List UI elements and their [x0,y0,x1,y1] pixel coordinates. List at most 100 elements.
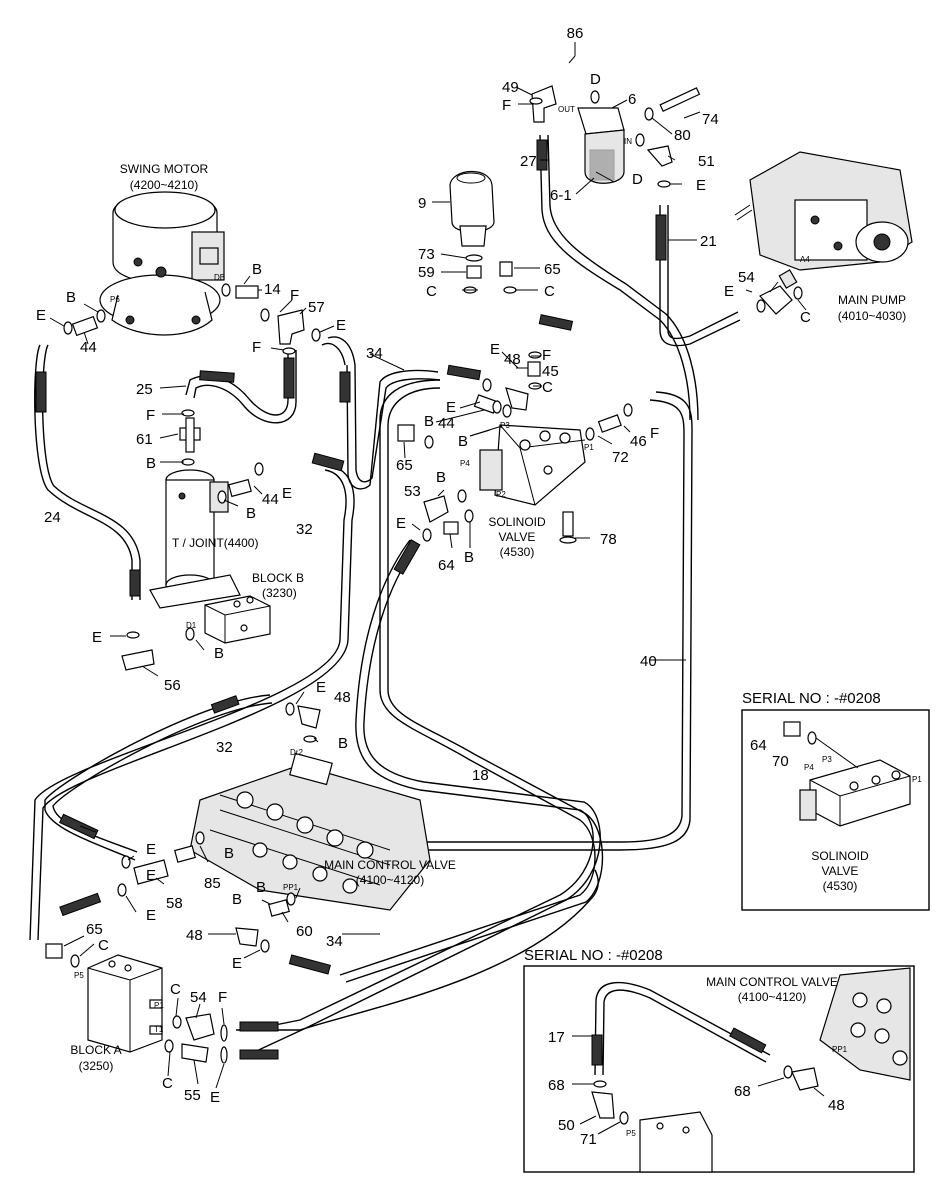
hose-32-lower [44,694,271,861]
inset-top-frame [741,709,930,911]
hose-18 [339,379,596,976]
inset-bottom-mcv-1: MAIN CONTROL VALVE [706,975,838,989]
callout-e11: E [146,841,156,858]
solenoid-valve [479,424,586,506]
callout-b2: B [66,289,76,306]
callout-e12: E [146,867,156,884]
callout-14: 14 [264,281,281,298]
callout-c7: C [162,1075,173,1092]
callout-e14: E [232,955,242,972]
solenoid-valve-label: SOLINOID [488,515,546,529]
callout-48a: 48 [504,351,521,368]
inset-bottom-50: 50 [558,1117,575,1134]
inset-top-p3: P3 [822,755,832,764]
inset-top-valve-3: (4530) [823,879,858,893]
callout-49: 49 [502,79,519,96]
callout-40: 40 [640,653,657,670]
inset-bottom-pp1: PP1 [832,1045,848,1054]
callout-6: 6 [628,91,636,108]
callout-e6: E [446,399,456,416]
inset-bottom-48: 48 [828,1097,845,1114]
callout-32a: 32 [296,521,313,538]
callout-54a: 54 [738,269,755,286]
callout-51: 51 [698,153,715,170]
callout-b4: B [146,455,156,472]
callout-f5: F [146,407,155,424]
main-control-valve-range: (4100~4120) [356,873,424,887]
hose-32-upper [29,469,347,941]
block-a-code: (3250) [79,1059,114,1073]
callout-46: 46 [630,433,647,450]
callout-6-1: 6-1 [550,187,572,204]
callout-e3: E [336,317,346,334]
callout-60: 60 [296,923,313,940]
callout-b12: B [232,891,242,908]
callout-18: 18 [472,767,489,784]
leader-lines [49,42,807,1089]
swing-motor [99,191,225,336]
callout-61: 61 [136,431,153,448]
callout-b9: B [214,645,224,662]
callout-21: 21 [700,233,717,250]
hose-34 [346,364,439,490]
inset-top-p4: P4 [804,763,814,772]
port-out: OUT [558,105,575,114]
callout-labels: 86 49 D F 6 74 80 27 51 D E 6-1 9 21 73 … [36,25,811,1106]
port-p2: P2 [496,490,506,499]
inset-top-70: 70 [772,753,789,770]
port-dr2: Dr2 [290,748,303,757]
callout-b3: B [458,433,468,450]
callout-65b: 65 [396,457,413,474]
inset-bottom-68b: 68 [734,1083,751,1100]
hose-21 [659,205,741,347]
hose-27 [539,134,691,421]
callout-d1: D [590,71,601,88]
callout-f3: F [252,339,261,356]
callout-27: 27 [520,153,537,170]
callout-85: 85 [204,875,221,892]
block-a [87,954,163,1053]
main-pump-label: MAIN PUMP [838,293,906,307]
callout-c2: C [544,283,555,300]
callout-72: 72 [612,449,629,466]
main-control-valve-label: MAIN CONTROL VALVE [324,858,456,872]
inset-bottom-17: 17 [548,1029,565,1046]
callout-32b: 32 [216,739,233,756]
callout-c3: C [800,309,811,326]
swing-motor-range: (4200~4210) [130,178,198,192]
callout-34b: 34 [326,933,343,950]
inset-mcv-serial: SERIAL NO : -#0208 MAIN CONTROL VALVE (4… [523,947,915,1173]
port-d1: D1 [186,621,197,630]
callout-b-solenoid: B [424,413,434,430]
callout-b11: B [224,845,234,862]
callout-59: 59 [418,264,435,281]
callout-74: 74 [702,111,719,128]
callout-f6: F [650,425,659,442]
callout-73: 73 [418,246,435,263]
callout-b8: B [464,549,474,566]
inset-top-valve-1: SOLINOID [811,849,869,863]
callout-e8: E [396,515,406,532]
main-pump-range: (4010~4030) [838,309,906,323]
callout-d2: D [632,171,643,188]
callout-f2: F [290,287,299,304]
inset-bottom-68a: 68 [548,1077,565,1094]
callout-e1: E [696,177,706,194]
inset-bottom-p5: P5 [626,1129,636,1138]
callout-e13: E [146,907,156,924]
callout-24: 24 [44,509,61,526]
inset-bottom-mcv-2: (4100~4120) [738,990,806,1004]
callout-b10: B [338,735,348,752]
callout-25: 25 [136,381,153,398]
port-p1-block-a: P1 [154,1001,164,1010]
callout-58: 58 [166,895,183,912]
callout-b6: B [436,469,446,486]
callout-f1: F [502,97,511,114]
callout-e2: E [724,283,734,300]
inset-top-p1: P1 [912,775,922,784]
callout-44c: 44 [262,491,279,508]
callout-48b: 48 [334,689,351,706]
component-labels: SWING MOTOR (4200~4210) MAIN PUMP (4010~… [70,162,906,1073]
callout-f4: F [542,347,551,364]
